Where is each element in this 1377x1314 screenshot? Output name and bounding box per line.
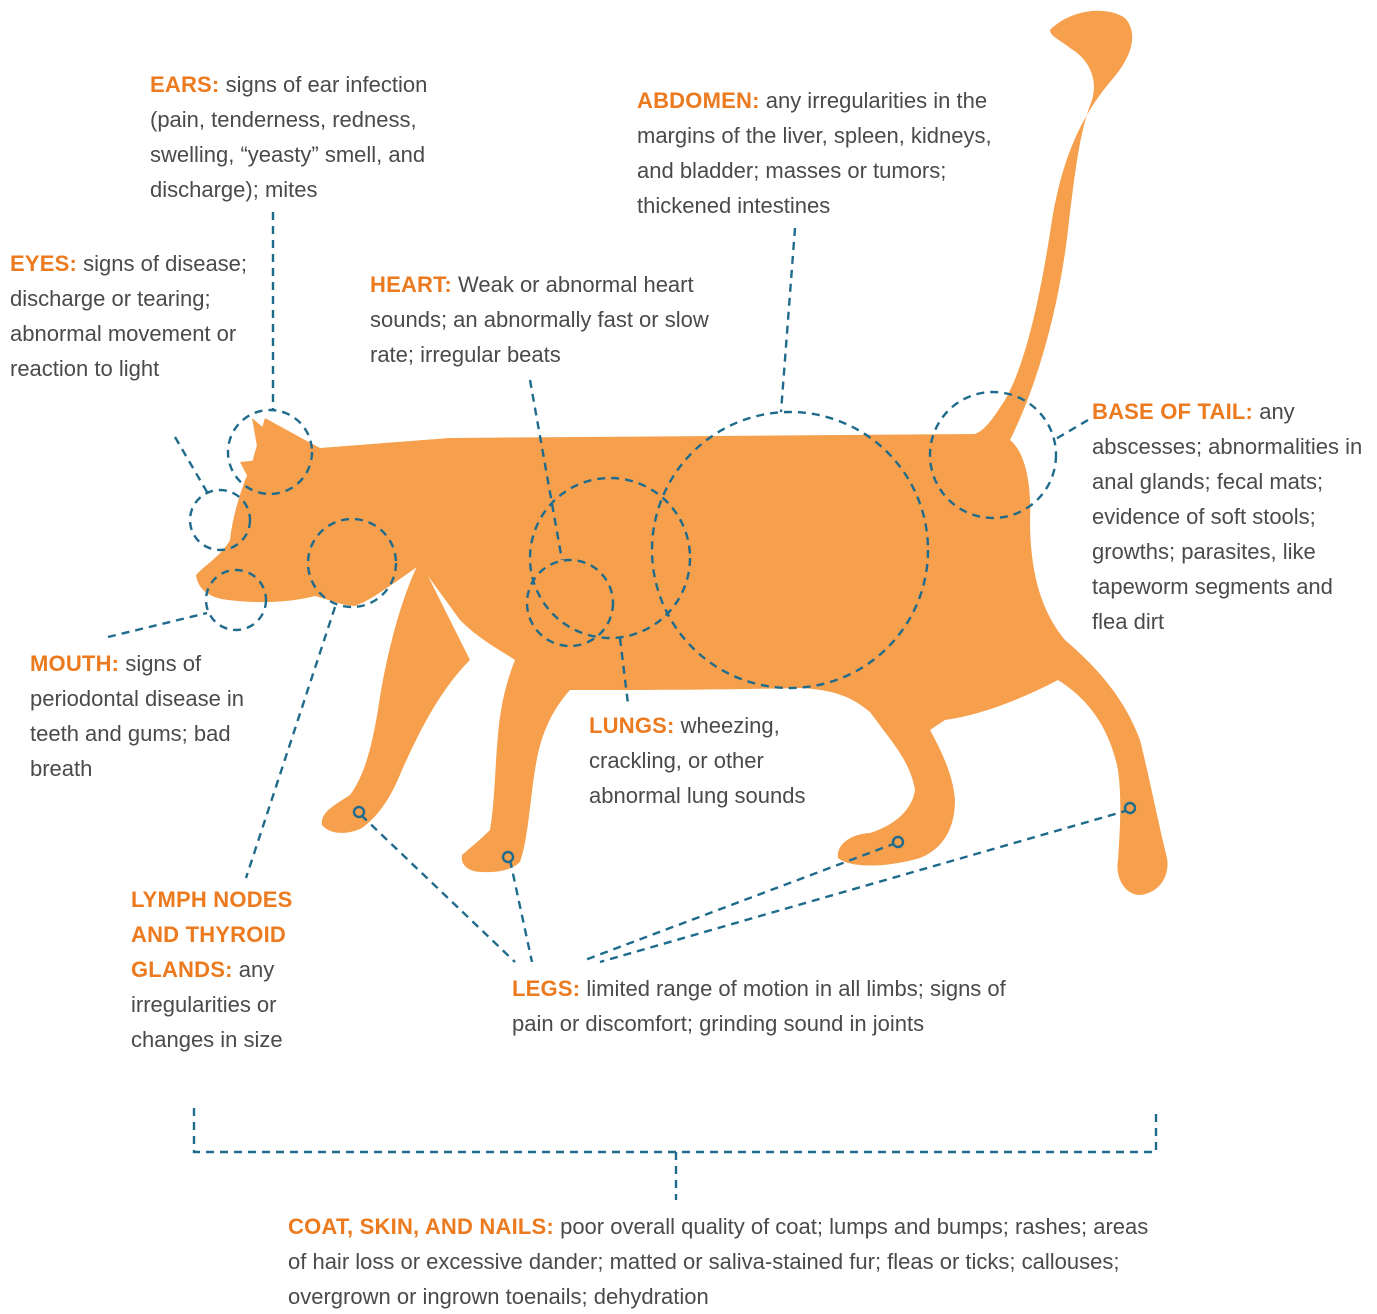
- tail-leader-line: [1054, 420, 1088, 440]
- heart-heading: HEART:: [370, 272, 452, 297]
- legs-leader-line-2: [510, 860, 532, 962]
- legs-leader-line-4: [600, 810, 1129, 962]
- leg-marker-front-left: [354, 807, 364, 817]
- abdomen-label: ABDOMEN: any irregularities in the margi…: [637, 83, 1017, 223]
- legs-label: LEGS: limited range of motion in all lim…: [512, 971, 1052, 1041]
- leg-marker-back-right: [1125, 803, 1135, 813]
- eyes-heading: EYES:: [10, 251, 77, 276]
- ears-label: EARS: signs of ear infection (pain, tend…: [150, 67, 470, 207]
- lymph-nodes-label: LYMPH NODES AND THYROID GLANDS: any irre…: [131, 882, 321, 1057]
- eyes-leader-line: [175, 437, 207, 492]
- lungs-label: LUNGS: wheezing, crackling, or other abn…: [589, 708, 849, 813]
- abdomen-heading: ABDOMEN:: [637, 88, 760, 113]
- mouth-heading: MOUTH:: [30, 651, 119, 676]
- coat-skin-nails-label: COAT, SKIN, AND NAILS: poor overall qual…: [288, 1209, 1168, 1314]
- leg-marker-front-right: [503, 852, 513, 862]
- legs-text: limited range of motion in all limbs; si…: [512, 976, 1006, 1036]
- abdomen-leader-line: [781, 228, 795, 412]
- heart-label: HEART: Weak or abnormal heart sounds; an…: [370, 267, 730, 372]
- base-of-tail-label: BASE OF TAIL: any abscesses; abnormaliti…: [1092, 394, 1374, 639]
- lungs-heading: LUNGS:: [589, 713, 675, 738]
- ears-heading: EARS:: [150, 72, 219, 97]
- mouth-leader-line: [108, 613, 207, 637]
- base-of-tail-heading: BASE OF TAIL:: [1092, 399, 1253, 424]
- leg-marker-back-left: [893, 837, 903, 847]
- eyes-label: EYES: signs of disease; discharge or tea…: [10, 246, 250, 386]
- mouth-label: MOUTH: signs of periodontal disease in t…: [30, 646, 260, 786]
- coat-skin-nails-heading: COAT, SKIN, AND NAILS:: [288, 1214, 554, 1239]
- coat-bracket: [194, 1108, 1156, 1152]
- base-of-tail-text: any abscesses; abnormalities in anal gla…: [1092, 399, 1362, 634]
- legs-leader-line-3: [585, 843, 896, 960]
- legs-heading: LEGS:: [512, 976, 580, 1001]
